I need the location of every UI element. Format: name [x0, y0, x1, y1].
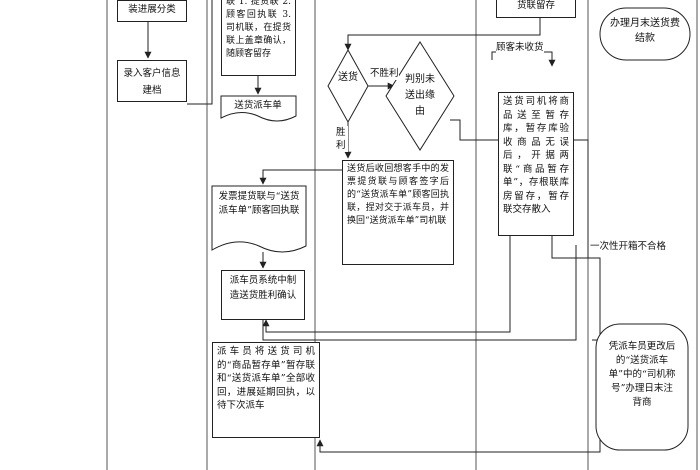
driver-return-goods-text: 送货司机将商品送至暂存库，暂存库验收商品无误后，开据两联“商品暂存单”，存根联库… [503, 96, 569, 215]
invoice-receipt-doc: 发票提货联与“送货派车单”顾客回执联 [216, 190, 302, 218]
invoice-receipt-doc-text: 发票提货联与“送货派车单”顾客回执联 [218, 191, 300, 216]
monthly-settlement-terminal-shape [599, 7, 691, 61]
change-driver-terminal: 凭派车员更改后的“送货派车单”中的“司机称号”办理日末注背商 [608, 340, 676, 410]
dispatcher-collect-text: 派车员将送货司机的“商品暂存单”暂存联和“送货派车单”全部收回，进展延期回执，以… [217, 346, 315, 411]
dispatcher-system-confirm-text: 派车员系统中制造送货胜利确认 [229, 275, 297, 301]
inspection-failed-label: 一次性开箱不合格 [590, 241, 667, 253]
customer-copy-kept-box: 货联留存 [496, 0, 576, 18]
success-label: 胜利 [336, 126, 348, 152]
delivery-dispatch-doc-text: 送货派车单 [234, 100, 282, 111]
driver-return-goods-box: 送货司机将商品送至暂存库，暂存库验收商品无误后，开据两联“商品暂存单”，存根联库… [498, 92, 574, 236]
delivery-dispatch-doc-shape [220, 95, 297, 122]
after-delivery-collect-text: 送货后收回想客手中的发票提货联与顾客签字后的“送货派车单”顾客回执联，捏对交于派… [347, 164, 449, 226]
monthly-settlement-terminal: 办理月末送货费结款 [606, 16, 684, 46]
delivery-decision-shape [327, 48, 369, 124]
monthly-settlement-text: 办理月末送货费结款 [610, 18, 680, 44]
customer-copy-kept-text: 货联留存 [516, 0, 555, 11]
copies-note-text: 联 1. 提货联 2. 顾客回执联 3. 司机联，在提货联上盖章确认，随顾客留存 [226, 0, 291, 59]
sort-by-route-box: 装进展分类 [117, 0, 187, 22]
customer-refused-label: 顾客未收货 [496, 42, 544, 54]
sort-by-route-text: 装进展分类 [128, 4, 176, 15]
change-driver-terminal-shape [595, 323, 689, 451]
after-delivery-collect-box: 送货后收回想客手中的发票提货联与顾客签字后的“送货派车单”顾客回执联，捏对交于派… [342, 160, 454, 265]
enter-customer-info-box: 录入客户信息建档 [117, 60, 187, 102]
invoice-receipt-doc-shape [211, 185, 307, 253]
delivery-dispatch-doc: 送货派车单 [222, 98, 294, 114]
delivery-decision-text: 送货 [338, 72, 358, 83]
enter-customer-info-text: 录入客户信息建档 [123, 68, 181, 96]
fail-label: 不胜利 [370, 68, 399, 80]
identify-cause-decision: 判别未送出缘由 [402, 72, 438, 120]
copies-note-box: 联 1. 提货联 2. 顾客回执联 3. 司机联，在提货联上盖章确认，随顾客留存 [221, 0, 296, 76]
identify-cause-text: 判别未送出缘由 [405, 74, 435, 117]
delivery-decision: 送货 [336, 70, 360, 86]
dispatcher-collect-box: 派车员将送货司机的“商品暂存单”暂存联和“送货派车单”全部收回，进展延期回执，以… [212, 342, 320, 438]
change-driver-text: 凭派车员更改后的“送货派车单”中的“司机称号”办理日末注背商 [608, 341, 676, 408]
dispatcher-system-confirm-box: 派车员系统中制造送货胜利确认 [221, 270, 305, 320]
